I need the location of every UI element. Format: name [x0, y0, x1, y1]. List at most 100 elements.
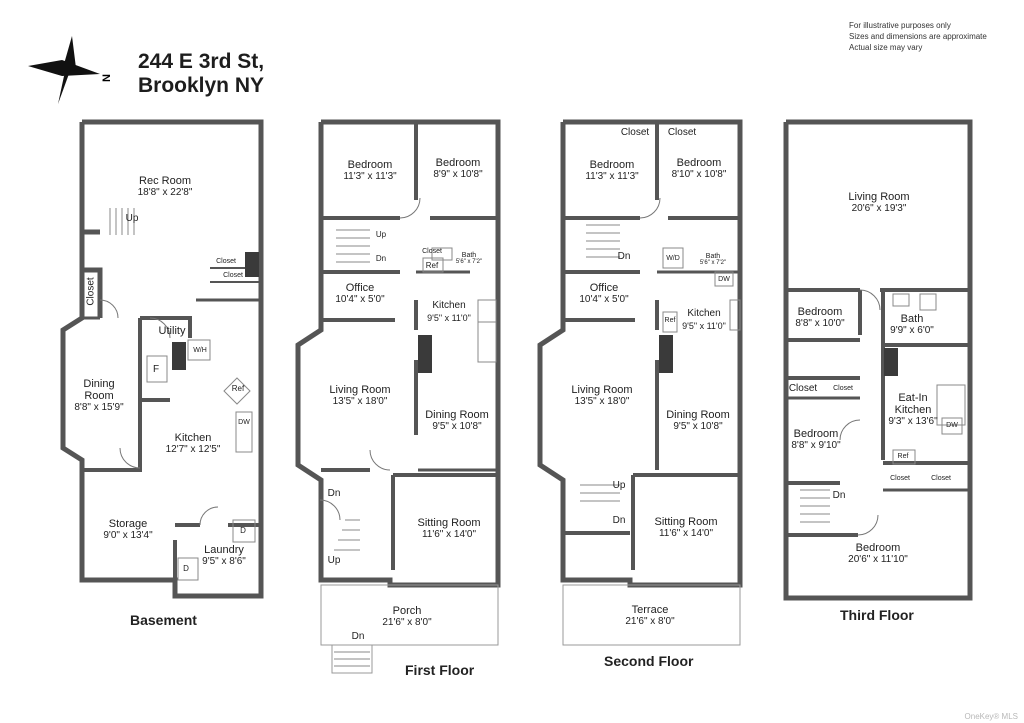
room-name: Bath	[900, 313, 924, 325]
room-name: Bedroom	[797, 306, 843, 318]
disclaimer-line: Actual size may vary	[849, 43, 923, 52]
room-dims: 9'3" x 13'6"	[888, 416, 938, 427]
room-name: Kitchen	[687, 308, 721, 319]
bedroom-label: Bedroom 11'3" x 11'3"	[343, 159, 396, 183]
address-title: 244 E 3rd St, Brooklyn NY	[138, 50, 264, 98]
room-name: Bedroom	[589, 159, 635, 171]
bath-label: Bath 5'6" x 7'2"	[456, 249, 482, 266]
closet-label: Closet	[667, 127, 697, 138]
refrigerator-label: Ref	[231, 384, 245, 393]
stair-up-label: Up	[612, 480, 626, 491]
room-name: Terrace	[631, 604, 669, 616]
room-name: Bedroom	[793, 428, 839, 440]
washer-dryer-label: W/D	[666, 255, 680, 262]
kitchen-label: Kitchen 9'5" x 11'0"	[427, 300, 471, 324]
storage-label: Storage 9'0" x 13'4"	[103, 518, 152, 542]
room-name: Laundry	[204, 544, 244, 556]
room-dims: 8'8" x 9'10"	[791, 440, 841, 451]
room-dims: 9'9" x 6'0"	[890, 325, 934, 336]
living-room-label: Living Room 13'5" x 18'0"	[571, 384, 632, 408]
sitting-room-label: Sitting Room 11'6" x 14'0"	[655, 516, 718, 540]
room-name: Storage	[108, 518, 148, 530]
room-name: Living Room	[329, 384, 391, 396]
stair-up-label: Up	[375, 230, 387, 239]
laundry-label: Laundry 9'5" x 8'6"	[202, 544, 246, 568]
room-name: Eat-In	[898, 392, 928, 404]
room-name: Sitting Room	[654, 516, 718, 528]
dining-room-label: Dining Room 9'5" x 10'8"	[666, 409, 730, 433]
dishwasher-label: DW	[946, 422, 958, 429]
room-dims: 9'5" x 11'0"	[427, 313, 471, 323]
basement-label: Basement	[130, 612, 197, 628]
room-name: Room	[84, 390, 114, 402]
refrigerator-label: Ref	[425, 261, 439, 270]
third-floor-walls	[783, 119, 973, 601]
room-dims: 11'3" x 11'3"	[343, 171, 397, 182]
room-name: Kitchen	[894, 404, 932, 416]
bath-label: Bath 9'9" x 6'0"	[890, 313, 934, 337]
room-dims: 11'6" x 14'0"	[658, 528, 714, 539]
address-line-2: Brooklyn NY	[138, 74, 265, 97]
stair-down-label: Dn	[612, 515, 626, 526]
room-dims: 13'5" x 18'0"	[574, 396, 630, 407]
second-floor-label: Second Floor	[604, 653, 694, 669]
closet-label: Closet	[620, 127, 650, 138]
dining-room-label: Dining Room 9'5" x 10'8"	[425, 409, 489, 433]
disclaimer: For illustrative purposes only Sizes and…	[849, 20, 987, 53]
room-name: Kitchen	[432, 300, 466, 311]
address-line-1: 244 E 3rd St,	[138, 50, 265, 73]
room-dims: 9'5" x 11'0"	[682, 321, 726, 331]
water-heater-label: W/H	[193, 347, 207, 354]
closet-label: Closet	[788, 383, 818, 394]
room-dims: 10'4" x 5'0"	[579, 294, 629, 305]
closet-label: Closet	[85, 277, 97, 306]
bedroom-label: Bedroom 11'3" x 11'3"	[585, 159, 638, 183]
bedroom-label: Bedroom 8'8" x 10'0"	[795, 306, 844, 330]
compass-icon	[28, 36, 100, 104]
room-dims: 11'6" x 14'0"	[421, 529, 477, 540]
room-dims: 8'8" x 10'0"	[795, 318, 845, 329]
closet-label: Closet	[223, 272, 243, 279]
terrace-label: Terrace 21'6" x 8'0"	[625, 604, 674, 628]
office-label: Office 10'4" x 5'0"	[579, 282, 628, 306]
closet-label: Closet	[216, 258, 236, 265]
bedroom-label: Bedroom 8'10" x 10'8"	[672, 157, 727, 181]
room-dims: 20'6" x 19'3"	[851, 203, 907, 214]
rec-room-label: Rec Room 18'8" x 22'8"	[138, 175, 193, 199]
disclaimer-line: For illustrative purposes only	[849, 21, 951, 30]
room-name: Bedroom	[347, 159, 393, 171]
stair-down-label: Dn	[375, 254, 387, 263]
stair-up-label: Up	[327, 555, 341, 566]
room-dims: 8'9" x 10'8"	[433, 169, 483, 180]
room-name: Bedroom	[855, 542, 901, 554]
room-dims: 12'7" x 12'5"	[165, 444, 221, 455]
room-dims: 9'5" x 8'6"	[202, 556, 246, 567]
refrigerator-label: Ref	[897, 453, 909, 460]
compass-north-label: N	[101, 74, 113, 82]
office-label: Office 10'4" x 5'0"	[335, 282, 384, 306]
dining-room-label: Dining Room 8'8" x 15'9"	[74, 378, 123, 414]
bedroom-label: Bedroom 8'9" x 10'8"	[433, 157, 482, 181]
kitchen-label: Kitchen 12'7" x 12'5"	[166, 432, 221, 456]
room-dims: 20'6" x 11'10"	[848, 554, 908, 565]
basement-walls	[60, 119, 264, 599]
bedroom-label: Bedroom 8'8" x 9'10"	[791, 428, 840, 452]
closet-label: Closet	[931, 475, 951, 482]
room-name: Bedroom	[676, 157, 722, 169]
dishwasher-label: DW	[238, 419, 250, 426]
closet-label: Closet	[833, 385, 853, 392]
dryer-label: D	[240, 526, 246, 535]
room-name: Office	[589, 282, 619, 294]
room-name: Dining Room	[666, 409, 730, 421]
bedroom-label: Bedroom 20'6" x 11'10"	[848, 542, 908, 566]
room-dims: 8'8" x 15'9"	[74, 402, 124, 413]
stair-down-label: Dn	[832, 490, 846, 501]
room-dims: 5'6" x 7'2"	[699, 260, 727, 266]
stair-down-label: Dn	[351, 631, 365, 642]
room-dims: 10'4" x 5'0"	[335, 294, 385, 305]
room-name: Bath	[705, 253, 721, 260]
room-name: Sitting Room	[417, 517, 481, 529]
porch-label: Porch 21'6" x 8'0"	[382, 605, 431, 629]
room-name: Office	[345, 282, 375, 294]
